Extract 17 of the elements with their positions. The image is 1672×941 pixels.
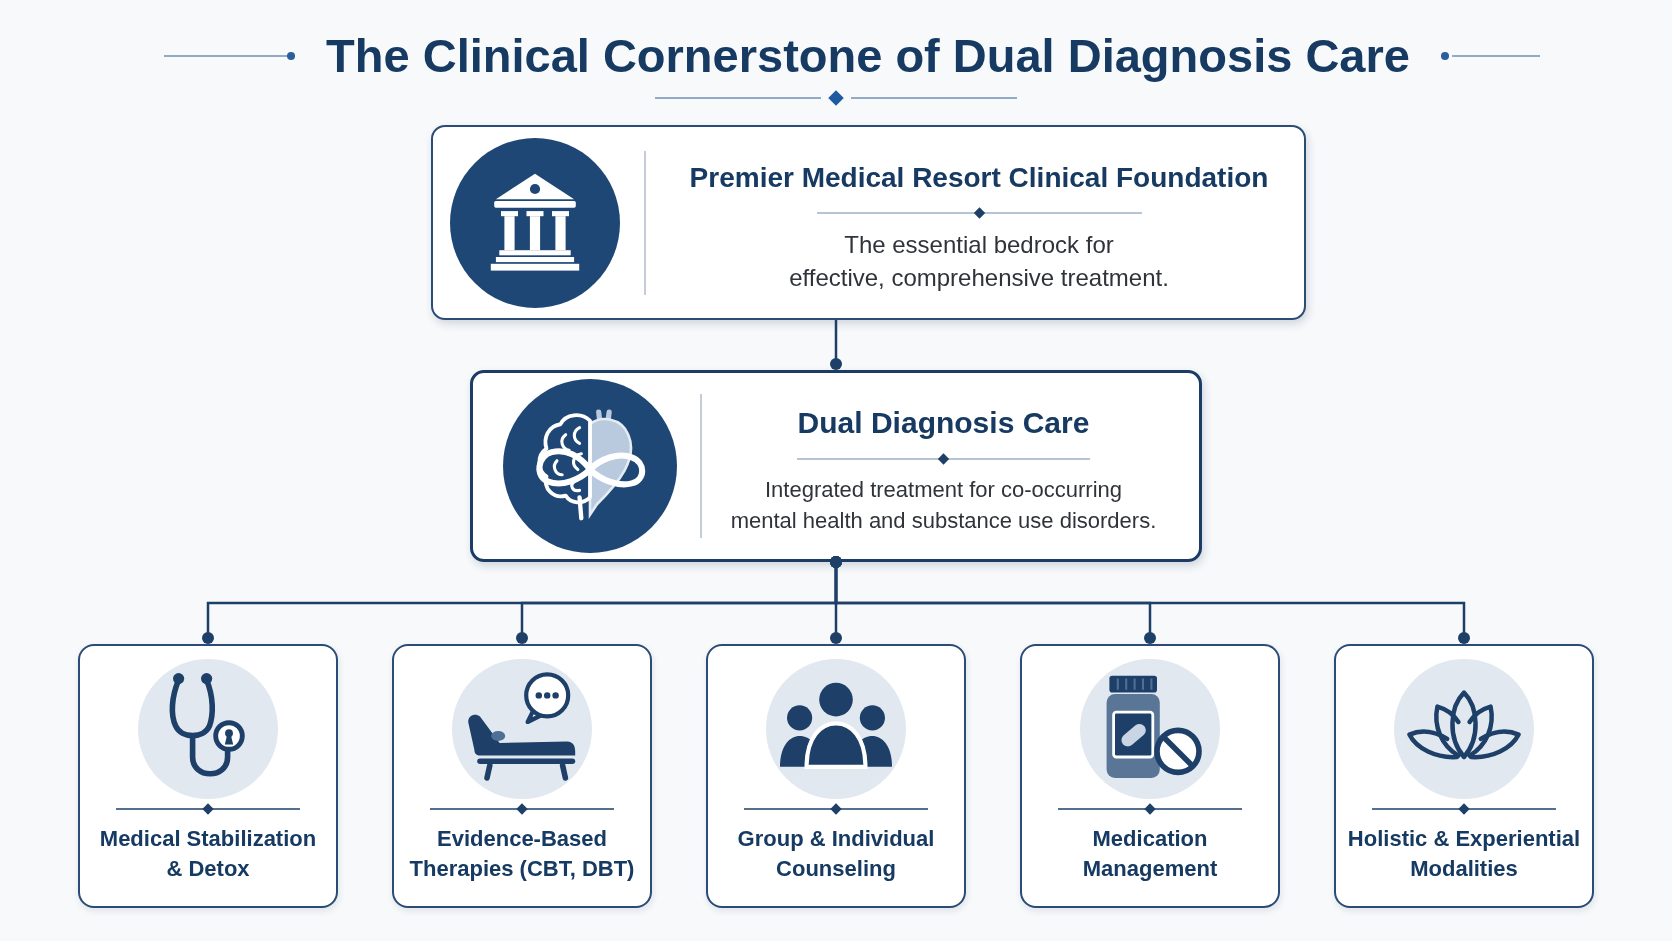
- service-card: [1020, 644, 1280, 908]
- card-label: Medication Management: [1081, 825, 1219, 883]
- info-card: [470, 370, 1202, 562]
- card-label: Group & Individual Counseling: [736, 825, 936, 883]
- service-card: [392, 644, 652, 908]
- info-card: [431, 125, 1306, 320]
- card-label: Evidence-Based Therapies (CBT, DBT): [408, 825, 636, 883]
- diagram-title: The Clinical Cornerstone of Dual Diagnosis Care: [326, 28, 1410, 84]
- connector-line: [830, 320, 842, 370]
- card-label: Medical Stabilization & Detox: [98, 825, 318, 883]
- connector-line: [830, 556, 1470, 644]
- card-label: Holistic & Experiential Modalities: [1346, 825, 1582, 883]
- service-card: [706, 644, 966, 908]
- card-title: Premier Medical Resort Clinical Foundation: [689, 161, 1269, 195]
- service-card: [1334, 644, 1594, 908]
- card-title: Dual Diagnosis Care: [797, 404, 1090, 441]
- service-card: [78, 644, 338, 908]
